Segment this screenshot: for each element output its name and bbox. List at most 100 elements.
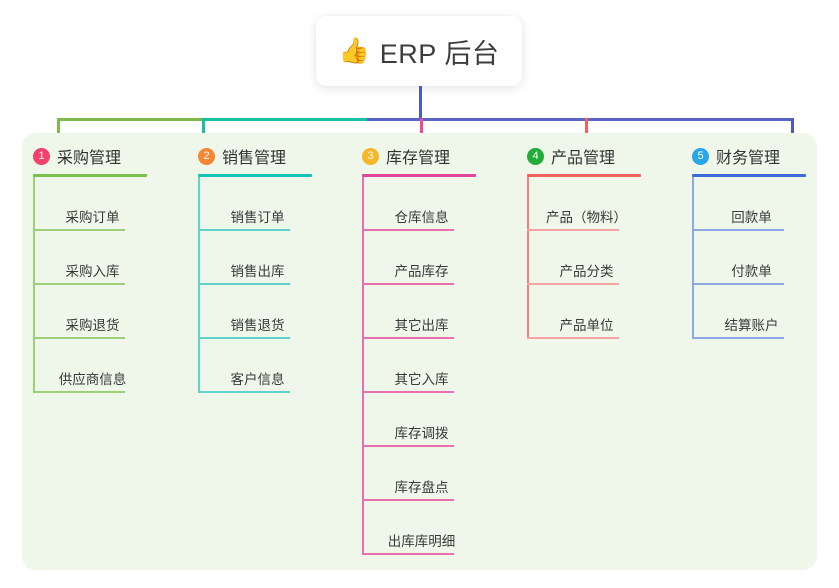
module-item[interactable]: 库存盘点 bbox=[362, 447, 481, 501]
module-item[interactable]: 出库库明细 bbox=[362, 501, 481, 555]
module-item-rule bbox=[33, 229, 125, 231]
module-item[interactable]: 销售出库 bbox=[198, 231, 317, 285]
module-item-rule bbox=[362, 337, 454, 339]
column-title: 采购管理 bbox=[57, 150, 122, 167]
module-item-label: 出库库明细 bbox=[387, 534, 456, 549]
column-number-badge: 4 bbox=[527, 147, 544, 165]
column-number-badge: 1 bbox=[33, 147, 50, 165]
module-item-rule bbox=[362, 499, 454, 501]
module-item-label: 采购退货 bbox=[65, 318, 120, 333]
module-item-label: 结算账户 bbox=[724, 318, 779, 333]
module-item-label: 仓库信息 bbox=[394, 210, 449, 225]
module-item-label: 回款单 bbox=[731, 210, 772, 225]
column-header-rule bbox=[33, 174, 147, 177]
column-spine bbox=[198, 177, 200, 393]
module-item[interactable]: 回款单 bbox=[692, 177, 811, 231]
connector-stem bbox=[419, 86, 422, 121]
column-title: 产品管理 bbox=[551, 150, 616, 167]
module-item-rule bbox=[692, 283, 784, 285]
module-item[interactable]: 采购订单 bbox=[33, 177, 152, 231]
module-item-label: 其它入库 bbox=[394, 372, 449, 387]
module-item[interactable]: 产品（物料） bbox=[527, 177, 646, 231]
module-item-label: 产品单位 bbox=[559, 318, 614, 333]
column-spine bbox=[527, 177, 529, 339]
column-item-list: 回款单付款单结算账户 bbox=[692, 177, 811, 339]
column-header-rule bbox=[362, 174, 476, 177]
module-item-rule bbox=[198, 337, 290, 339]
module-item[interactable]: 其它入库 bbox=[362, 339, 481, 393]
column-header-rule bbox=[198, 174, 312, 177]
module-item-label: 采购订单 bbox=[65, 210, 120, 225]
module-item-label: 产品（物料） bbox=[546, 210, 627, 225]
module-item[interactable]: 产品库存 bbox=[362, 231, 481, 285]
module-item-label: 库存调拨 bbox=[394, 426, 449, 441]
module-item-label: 库存盘点 bbox=[394, 480, 449, 495]
diagram-title-card[interactable]: 👍 ERP 后台 bbox=[316, 16, 522, 86]
column-number-badge: 3 bbox=[362, 147, 379, 165]
module-item[interactable]: 采购退货 bbox=[33, 285, 152, 339]
page-title: ERP 后台 bbox=[379, 38, 500, 69]
modules-panel bbox=[22, 133, 817, 570]
column-header-4[interactable]: 4 产品管理 bbox=[516, 143, 646, 169]
module-item-label: 采购入库 bbox=[65, 264, 120, 279]
module-item-label: 付款单 bbox=[731, 264, 772, 279]
column-title: 财务管理 bbox=[716, 150, 781, 167]
module-item[interactable]: 产品单位 bbox=[527, 285, 646, 339]
module-item-rule bbox=[33, 283, 125, 285]
connector-bus-segment-1 bbox=[57, 118, 202, 121]
column-header-1[interactable]: 1 采购管理 bbox=[22, 143, 152, 169]
module-item[interactable]: 销售订单 bbox=[198, 177, 317, 231]
column-spine bbox=[362, 177, 364, 555]
module-item[interactable]: 销售退货 bbox=[198, 285, 317, 339]
module-item-rule bbox=[527, 283, 619, 285]
module-item-rule bbox=[198, 391, 290, 393]
column-header-rule bbox=[692, 174, 806, 177]
module-item-label: 销售出库 bbox=[230, 264, 285, 279]
column-item-list: 仓库信息产品库存其它出库其它入库库存调拨库存盘点出库库明细 bbox=[362, 177, 481, 555]
connector-bus-segment-3 bbox=[367, 118, 791, 121]
module-item[interactable]: 产品分类 bbox=[527, 231, 646, 285]
module-column-5: 5 财务管理回款单付款单结算账户 bbox=[681, 143, 811, 339]
column-title: 销售管理 bbox=[222, 150, 287, 167]
module-item-rule bbox=[362, 445, 454, 447]
module-item-label: 产品库存 bbox=[394, 264, 449, 279]
column-number-badge: 2 bbox=[198, 147, 215, 165]
module-item-rule bbox=[362, 283, 454, 285]
column-item-list: 产品（物料） 产品分类产品单位 bbox=[527, 177, 646, 339]
column-item-list: 采购订单采购入库采购退货供应商信息 bbox=[33, 177, 152, 393]
module-item-label: 客户信息 bbox=[230, 372, 285, 387]
column-header-5[interactable]: 5 财务管理 bbox=[681, 143, 811, 169]
module-item-rule bbox=[527, 229, 619, 231]
module-item-label: 销售订单 bbox=[230, 210, 285, 225]
module-item-rule bbox=[33, 391, 125, 393]
module-column-1: 1 采购管理采购订单采购入库采购退货供应商信息 bbox=[22, 143, 152, 393]
module-item-rule bbox=[198, 283, 290, 285]
thumbs-up-icon: 👍 bbox=[338, 36, 370, 65]
column-header-rule bbox=[527, 174, 641, 177]
module-column-2: 2 销售管理销售订单销售出库销售退货客户信息 bbox=[187, 143, 317, 393]
module-item[interactable]: 客户信息 bbox=[198, 339, 317, 393]
module-item[interactable]: 付款单 bbox=[692, 231, 811, 285]
module-item[interactable]: 库存调拨 bbox=[362, 393, 481, 447]
column-number-badge: 5 bbox=[692, 147, 709, 165]
column-header-2[interactable]: 2 销售管理 bbox=[187, 143, 317, 169]
module-item-rule bbox=[692, 337, 784, 339]
module-item-label: 销售退货 bbox=[230, 318, 285, 333]
module-item-rule bbox=[692, 229, 784, 231]
module-item-rule bbox=[362, 229, 454, 231]
module-item[interactable]: 采购入库 bbox=[33, 231, 152, 285]
module-column-4: 4 产品管理产品（物料） 产品分类产品单位 bbox=[516, 143, 646, 339]
module-item[interactable]: 供应商信息 bbox=[33, 339, 152, 393]
module-item-rule bbox=[527, 337, 619, 339]
module-item[interactable]: 仓库信息 bbox=[362, 177, 481, 231]
column-item-list: 销售订单销售出库销售退货客户信息 bbox=[198, 177, 317, 393]
module-item-rule bbox=[362, 553, 454, 555]
module-item-label: 供应商信息 bbox=[58, 372, 127, 387]
module-item-rule bbox=[362, 391, 454, 393]
module-item[interactable]: 结算账户 bbox=[692, 285, 811, 339]
module-item[interactable]: 其它出库 bbox=[362, 285, 481, 339]
connector-bus-segment-2 bbox=[202, 118, 367, 121]
